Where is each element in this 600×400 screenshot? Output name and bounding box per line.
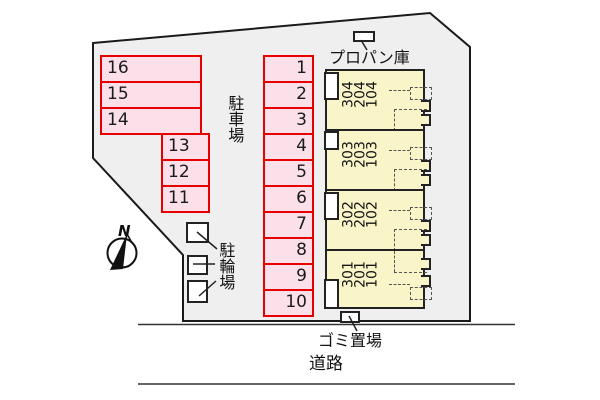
- unit-approach-dashed-line: [394, 169, 427, 170]
- propane-storage-label: プロパン庫: [329, 48, 410, 67]
- unit-entrance-porch-dashed: [410, 87, 432, 100]
- unit-wall-step: [421, 275, 431, 287]
- unit-approach-dashed-line: [394, 109, 395, 131]
- parking-space-14: 14: [100, 107, 202, 135]
- room-number: 103: [364, 141, 381, 168]
- bicycle-rack-3: [187, 280, 208, 303]
- unit-wall-step: [421, 234, 431, 246]
- parking-space-6: 6: [263, 185, 314, 213]
- unit-approach-dashed-line: [394, 169, 395, 191]
- parking-space-16: 16: [100, 55, 202, 83]
- unit-wall-step: [421, 100, 431, 112]
- parking-space-4: 4: [263, 133, 314, 161]
- unit-wall-step: [421, 220, 431, 232]
- parking-space-5: 5: [263, 159, 314, 187]
- parking-space-9: 9: [263, 263, 314, 291]
- bicycle-rack-1: [186, 222, 209, 243]
- parking-space-8: 8: [263, 237, 314, 265]
- parking-space-12: 12: [161, 159, 210, 187]
- parking-space-11: 11: [161, 185, 210, 213]
- unit-wall-step: [421, 114, 431, 126]
- parking-area-label: 駐車場: [225, 95, 245, 143]
- parking-space-7: 7: [263, 211, 314, 239]
- unit-stair-notch: [324, 279, 339, 309]
- room-number: 104: [364, 81, 381, 108]
- propane-storage-box: [353, 31, 375, 42]
- unit-entrance-porch-dashed: [410, 207, 432, 220]
- unit-approach-dashed-line: [394, 229, 395, 251]
- compass-north-label: N: [118, 222, 131, 240]
- unit-approach-dashed-line: [394, 272, 427, 273]
- unit-approach-dashed-line: [394, 229, 427, 230]
- garbage-box: [340, 311, 360, 323]
- unit-entrance-porch-dashed: [410, 287, 432, 300]
- parking-space-13: 13: [161, 133, 210, 161]
- compass-icon: [106, 233, 138, 270]
- bicycle-parking-label: 駐輪場: [216, 242, 236, 290]
- unit-approach-dashed-line: [389, 210, 410, 211]
- parking-space-15: 15: [100, 81, 202, 109]
- unit-approach-dashed-line: [394, 251, 395, 272]
- parking-space-1: 1: [263, 55, 314, 83]
- road-label: 道路: [309, 354, 343, 374]
- parking-space-2: 2: [263, 81, 314, 109]
- unit-wall-step: [421, 258, 431, 270]
- garbage-area-label: ゴミ置場: [318, 331, 383, 350]
- bicycle-rack-2: [187, 255, 208, 275]
- unit-stair-notch: [324, 131, 339, 150]
- unit-approach-dashed-line: [389, 90, 410, 91]
- unit-approach-dashed-line: [389, 284, 410, 285]
- room-number: 101: [364, 261, 381, 288]
- unit-entrance-porch-dashed: [410, 147, 432, 160]
- unit-stair-notch: [324, 192, 339, 220]
- unit-approach-dashed-line: [394, 109, 427, 110]
- unit-wall-step: [421, 160, 431, 172]
- parking-space-3: 3: [263, 107, 314, 135]
- room-number: 102: [364, 201, 381, 228]
- unit-wall-step: [421, 174, 431, 186]
- unit-stair-notch: [324, 72, 339, 100]
- parking-space-10: 10: [263, 289, 314, 317]
- unit-approach-dashed-line: [389, 150, 410, 151]
